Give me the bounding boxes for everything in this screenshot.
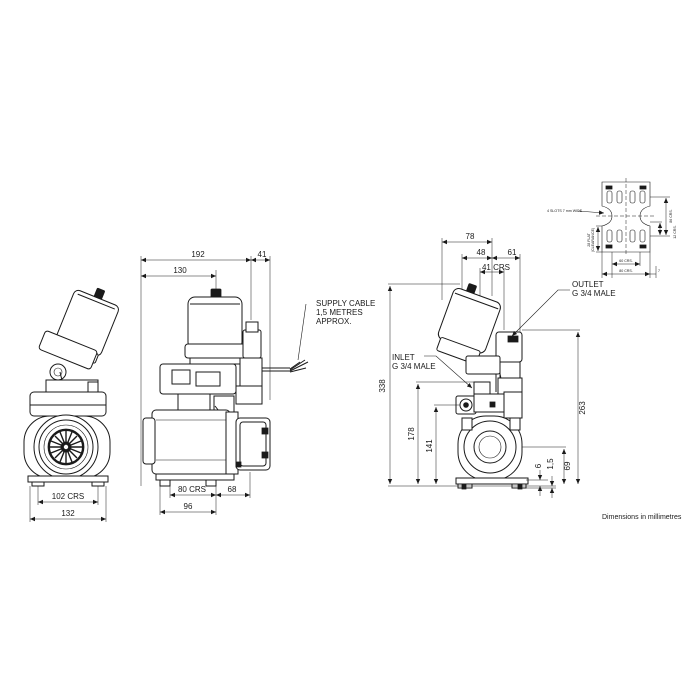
dim-1-5: 1,5	[546, 458, 555, 470]
outlet-note-line-2: G 3/4 MALE	[572, 289, 616, 298]
dim-12crs: 12 CRS.	[673, 225, 677, 239]
outlet-note: OUTLET G 3/4 MALE	[511, 280, 616, 337]
dim-178: 178	[407, 427, 416, 441]
dim-41: 41	[258, 250, 267, 259]
front-base	[155, 473, 235, 487]
front-motor	[142, 409, 239, 475]
dim-80crs: 80 CRS	[178, 485, 206, 494]
base-detail: 4 SLOTS 7 mm WIDE 86 CRS. 12 CRS. 28 FLA…	[547, 178, 677, 278]
dim-102crs: 102 CRS	[52, 492, 84, 501]
dim-7-detail: 7	[658, 269, 660, 273]
dim-141: 141	[425, 439, 434, 453]
outlet-note-line-1: OUTLET	[572, 280, 604, 289]
dim-60crs: 60 CRS.	[619, 259, 633, 263]
side-feet	[27, 475, 109, 522]
inlet-note-line-1: INLET	[392, 353, 415, 362]
cable-note-line-1: SUPPLY CABLE	[316, 299, 375, 308]
cable-note-line-3: APPROX.	[316, 317, 352, 326]
inlet-note: INLET G 3/4 MALE	[392, 353, 473, 389]
cable-note-line-2: 1,5 METRES	[316, 308, 363, 317]
end-view: 78 48 61 41 CRS	[378, 232, 616, 498]
flat-note-line-1: 28 FLAT	[587, 232, 591, 246]
front-view: 192 130 41	[140, 250, 375, 515]
dim-69: 69	[563, 461, 572, 470]
dim-68: 68	[228, 485, 237, 494]
cable-note: SUPPLY CABLE 1,5 METRES APPROX.	[316, 299, 375, 326]
dim-132: 132	[61, 509, 75, 518]
dim-338: 338	[378, 379, 387, 393]
end-outlet-assembly	[465, 331, 523, 395]
units-note: Dimensions in millimetres	[602, 514, 682, 521]
slots-note: 4 SLOTS 7 mm WIDE	[547, 209, 583, 213]
dim-192: 192	[191, 250, 205, 259]
side-view: 102 CRS 132	[23, 287, 119, 522]
dim-130: 130	[173, 266, 187, 275]
dim-61: 61	[508, 248, 517, 257]
inlet-note-line-2: G 3/4 MALE	[392, 362, 436, 371]
dim-41crs: 41 CRS	[482, 263, 510, 272]
end-feet	[455, 477, 529, 490]
dim-48: 48	[477, 248, 486, 257]
end-inlet-assembly	[455, 381, 523, 419]
front-pressure-switch	[159, 321, 263, 421]
front-pump-body	[235, 417, 271, 471]
dim-80crs-detail: 80 CRS.	[619, 269, 633, 273]
supply-cable	[262, 303, 309, 373]
side-fan-cover	[33, 414, 99, 480]
end-pressure-tank	[436, 283, 501, 365]
front-pressure-tank	[184, 288, 248, 365]
dim-78: 78	[466, 232, 475, 241]
dim-86crs: 86 CRS.	[669, 209, 673, 223]
dim-6: 6	[534, 463, 543, 468]
dim-263: 263	[578, 401, 587, 415]
dim-96: 96	[184, 502, 193, 511]
flat-note-line-2: (CLEARANCE)	[591, 228, 595, 252]
end-motor	[457, 415, 523, 481]
